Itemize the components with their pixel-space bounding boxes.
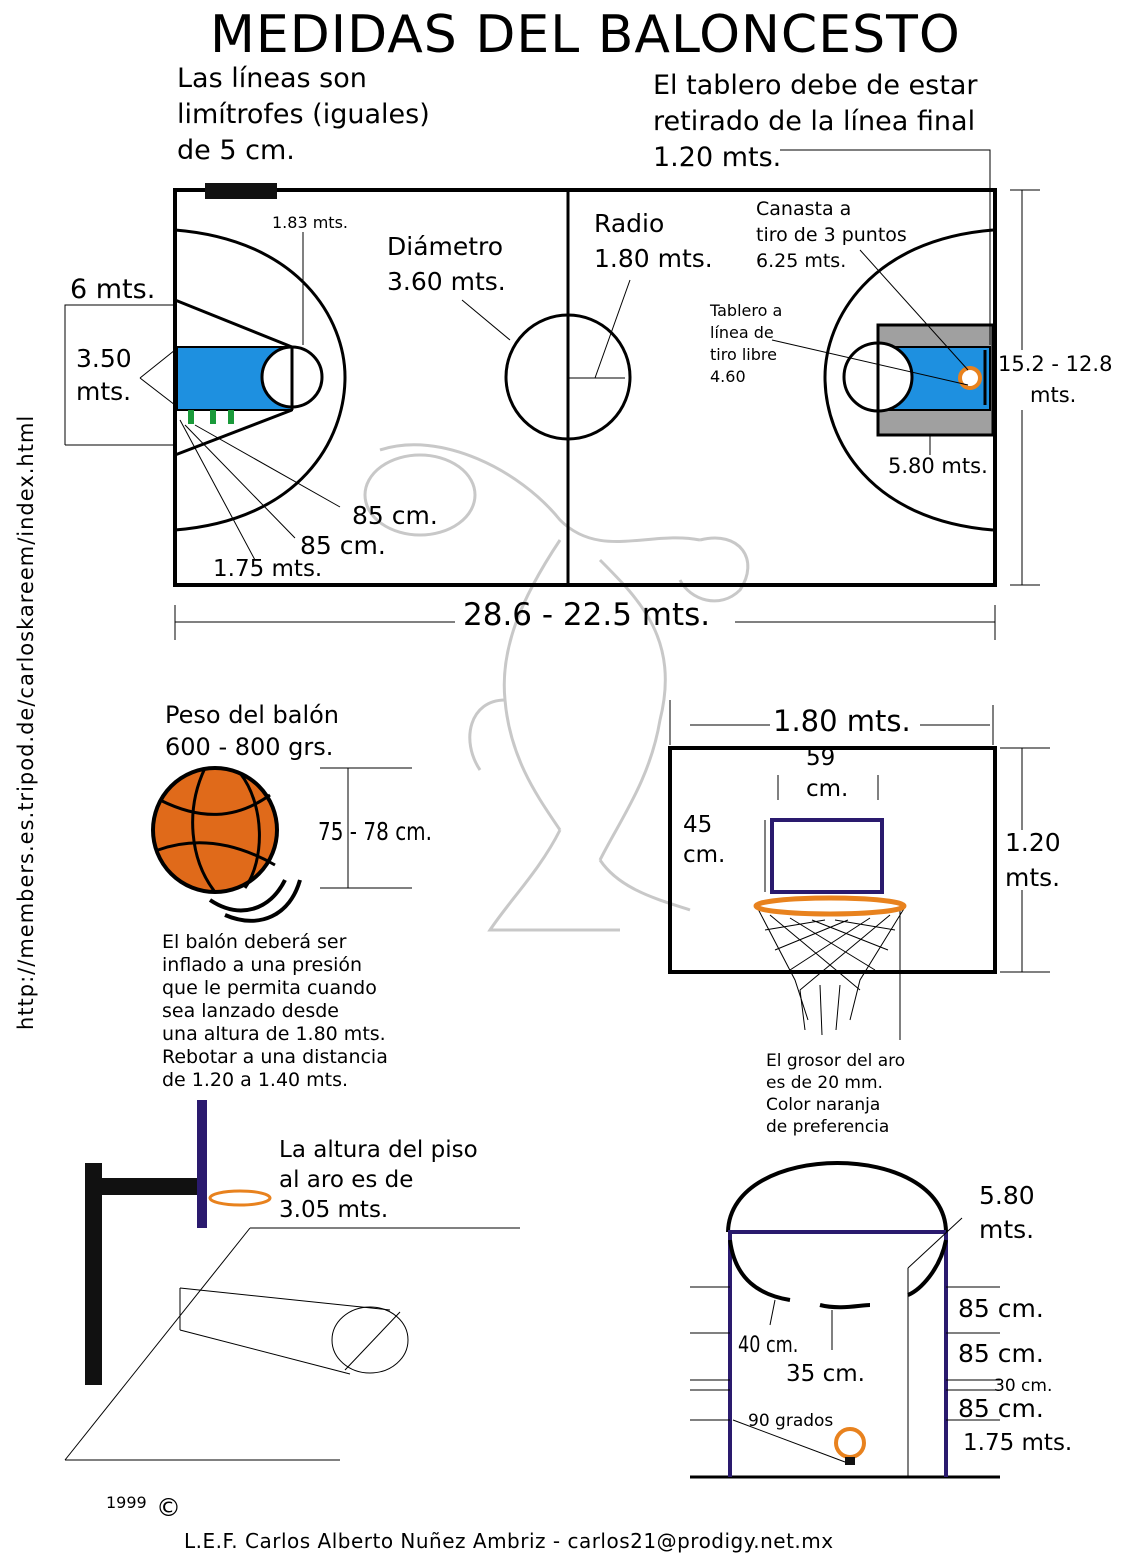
ball-dimension-lines	[320, 767, 412, 889]
three-point-1: Canasta a	[756, 198, 852, 220]
basketball-court	[173, 183, 997, 587]
rim-note-2: es de 20 mm.	[766, 1073, 883, 1093]
pressure-5: una altura de 1.80 mts.	[162, 1023, 386, 1045]
ball-weight-1: Peso del balón	[165, 701, 339, 729]
backboard-outline	[668, 746, 997, 974]
key-35: 35 cm.	[786, 1361, 865, 1387]
label-350-1: 3.50	[76, 344, 132, 373]
backboard-diagram	[668, 700, 1050, 1040]
key-85-2: 85 cm.	[958, 1339, 1044, 1368]
basketball-ball	[151, 766, 302, 923]
left-three-point-arc	[174, 228, 347, 532]
key-85-1: 85 cm.	[958, 1294, 1044, 1323]
backboard-width: 1.80 mts.	[773, 704, 911, 738]
three-point-3: 6.25 mts.	[756, 250, 847, 272]
footer-year: 1999	[106, 1493, 147, 1512]
backboard-height-1: 1.20	[1005, 828, 1061, 857]
label-580: 5.80 mts.	[888, 454, 988, 478]
label-183: 1.83 mts.	[272, 213, 348, 232]
lines-note-3: de 5 cm.	[177, 135, 295, 166]
key-diagram	[690, 1161, 1000, 1479]
pressure-2: inflado a una presión	[162, 954, 363, 976]
hoop-height-1: La altura del piso	[279, 1137, 478, 1163]
key-90: 90 grados	[748, 1411, 834, 1431]
copyright-icon: ©	[156, 1493, 181, 1522]
court-pointer-lines	[64, 149, 1040, 640]
radius-value: 1.80 mts.	[594, 244, 713, 273]
three-point-2: tiro de 3 puntos	[756, 224, 907, 246]
backboard-inner-square	[770, 818, 884, 894]
length-range: 28.6 - 22.5 mts.	[463, 597, 711, 633]
rim-note-1: El grosor del aro	[766, 1051, 906, 1071]
inner-width-2: cm.	[806, 776, 849, 802]
ball-weight-2: 600 - 800 grs.	[165, 733, 334, 761]
radius-label: Radio	[594, 209, 665, 238]
pressure-4: sea lanzado desde	[162, 1000, 339, 1022]
key-width-1: 5.80	[979, 1181, 1035, 1210]
label-6m: 6 mts.	[70, 274, 156, 305]
lines-note-1: Las líneas son	[177, 63, 367, 94]
discus-thrower-figure	[363, 443, 750, 932]
center-circle	[504, 313, 632, 441]
court-outline	[173, 188, 997, 587]
label-85a: 85 cm.	[352, 501, 438, 530]
inner-width-1: 59	[806, 745, 836, 771]
label-350-2: mts.	[76, 377, 132, 406]
pressure-6: Rebotar a una distancia	[162, 1046, 388, 1068]
lines-note-2: limítrofes (iguales)	[177, 99, 430, 130]
inner-height-1: 45	[683, 812, 713, 838]
rim-note-4: de preferencia	[766, 1117, 890, 1137]
hoop-height-2: al aro es de	[279, 1167, 414, 1193]
width-range-2: mts.	[1030, 383, 1077, 407]
free-throw-2: línea de	[710, 323, 774, 342]
footer-credit: L.E.F. Carlos Alberto Nuñez Ambriz - car…	[184, 1529, 834, 1553]
page-title: MEDIDAS DEL BALONCESTO	[210, 5, 961, 65]
backboard-height-2: mts.	[1005, 863, 1061, 892]
ball-diameter: 75 - 78 cm.	[318, 817, 433, 846]
hoop-side-view	[64, 1100, 520, 1461]
diameter-label: Diámetro	[387, 232, 504, 261]
key-basket	[834, 1427, 866, 1459]
width-range-1: 15.2 - 12.8	[998, 352, 1113, 376]
free-throw-1: Tablero a	[710, 301, 783, 320]
pressure-3: que le permita cuando	[162, 977, 377, 999]
key-85-3: 85 cm.	[958, 1394, 1044, 1423]
backboard-note-3: 1.20 mts.	[653, 142, 782, 173]
backboard-note-1: El tablero debe de estar	[653, 70, 978, 101]
right-basket	[958, 366, 982, 390]
key-width-2: mts.	[979, 1215, 1035, 1244]
key-40: 40 cm.	[738, 1333, 799, 1358]
rim-note-3: Color naranja	[766, 1095, 881, 1115]
diameter-value: 3.60 mts.	[387, 267, 506, 296]
free-throw-3: tiro libre	[710, 345, 777, 364]
key-30: 30 cm.	[994, 1376, 1053, 1396]
side-url: http://members.es.tripod.de/carloskareem…	[14, 414, 38, 1030]
side-rim	[208, 1189, 272, 1207]
inner-height-2: cm.	[683, 842, 726, 868]
backboard-note-2: retirado de la línea final	[653, 106, 976, 137]
right-three-point-arc	[823, 228, 994, 532]
hoop-height-3: 3.05 mts.	[279, 1197, 389, 1223]
pressure-7: de 1.20 a 1.40 mts.	[162, 1069, 349, 1091]
free-throw-4: 4.60	[710, 367, 746, 386]
pressure-1: El balón deberá ser	[162, 931, 347, 953]
line-width-marker	[205, 183, 277, 199]
label-175: 1.75 mts.	[213, 556, 323, 582]
key-175: 1.75 mts.	[963, 1430, 1073, 1456]
label-85b: 85 cm.	[300, 531, 386, 560]
rim	[753, 895, 907, 917]
